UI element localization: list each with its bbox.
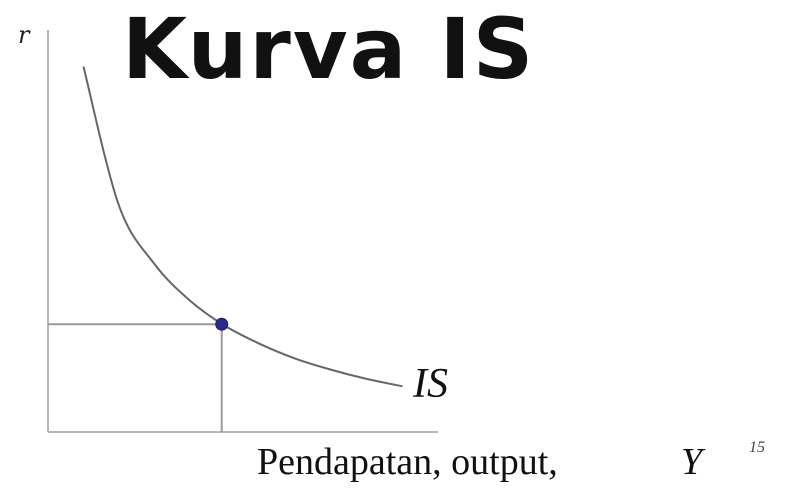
x-axis-label: Pendapatan, output, [257, 441, 558, 483]
y-axis-label: r [18, 21, 31, 49]
page-number: 15 [749, 439, 765, 456]
x-axis-symbol: Y [681, 441, 706, 483]
is-curve-label: IS [412, 361, 448, 407]
equilibrium-point [215, 317, 229, 331]
is-curve [82, 66, 403, 388]
chart-title: Kurva IS [122, 0, 535, 98]
